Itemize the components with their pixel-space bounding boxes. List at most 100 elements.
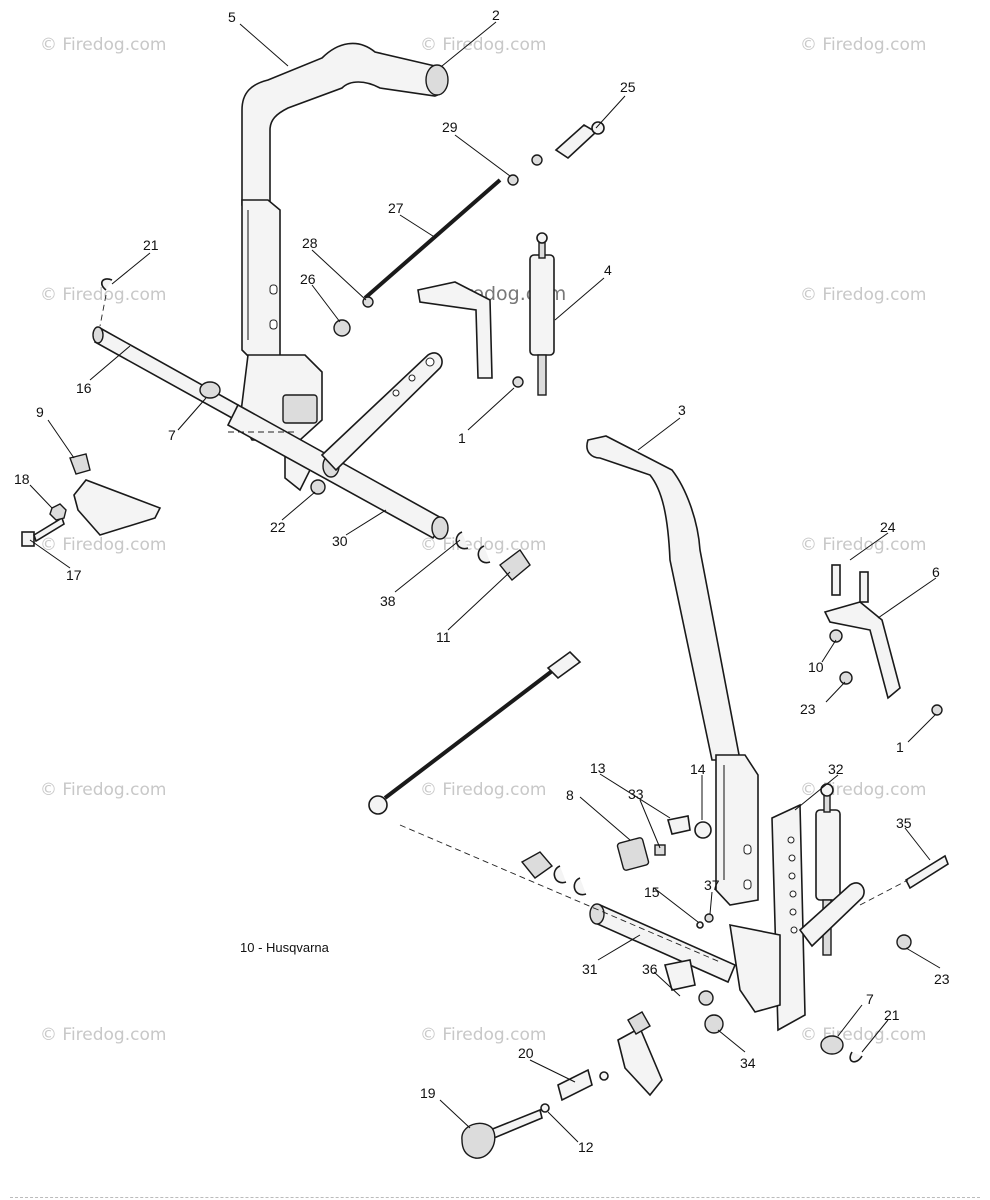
- bolt: [831, 564, 841, 596]
- bolt-shank: [33, 516, 65, 543]
- rod-end: [333, 319, 351, 337]
- part-label-21: 21: [884, 1007, 900, 1023]
- watermark: © Firedog.com: [420, 1025, 546, 1045]
- pivot-bracket-lower: [663, 959, 696, 991]
- watermark: © Firedog.com: [420, 535, 546, 555]
- part-label-16: 16: [76, 380, 92, 396]
- watermark: © Firedog.com: [800, 780, 926, 800]
- mount-bracket-left: [73, 479, 162, 536]
- part-label-23: 23: [934, 971, 950, 987]
- e-clip: [553, 865, 567, 884]
- part-label-1: 1: [896, 739, 904, 755]
- part-label-25: 25: [620, 79, 636, 95]
- e-clip: [573, 877, 587, 896]
- handle-end-cap: [425, 64, 449, 96]
- ball-joint: [554, 124, 598, 160]
- part-label-21: 21: [143, 237, 159, 253]
- ball-joint: [546, 650, 582, 680]
- mount-bracket-right: [823, 601, 901, 700]
- nut: [839, 671, 853, 685]
- watermark: © Firedog.com: [800, 35, 926, 55]
- part-label-30: 30: [332, 533, 348, 549]
- part-label-38: 38: [380, 593, 396, 609]
- shoulder-bolt: [666, 815, 691, 835]
- switch-screw: [654, 844, 666, 856]
- part-label-29: 29: [442, 119, 458, 135]
- control-rod: [363, 178, 502, 300]
- bracket-clip: [69, 453, 91, 475]
- part-label-7: 7: [168, 427, 176, 443]
- part-label-22: 22: [270, 519, 286, 535]
- knob-bracket: [617, 1026, 663, 1097]
- pivot-shaft: [94, 326, 240, 420]
- watermark: © Firedog.com: [40, 780, 166, 800]
- spring: [557, 1068, 593, 1102]
- part-label-3: 3: [678, 402, 686, 418]
- e-clip: [477, 545, 491, 564]
- watermark: © Firedog.com: [40, 535, 166, 555]
- part-label-15: 15: [644, 884, 660, 900]
- bolt: [904, 854, 949, 890]
- part-label-1: 1: [458, 430, 466, 446]
- hex-nut: [896, 934, 912, 950]
- diagram-caption: 10 - Husqvarna: [240, 940, 330, 955]
- part-label-10: 10: [808, 659, 824, 675]
- part-label-12: 12: [578, 1139, 594, 1155]
- hex-nut: [310, 479, 326, 495]
- handle-bracket-lower: [715, 754, 759, 906]
- shoulder-bolt: [931, 704, 943, 716]
- part-label-8: 8: [566, 787, 574, 803]
- part-label-6: 6: [932, 564, 940, 580]
- gas-cylinder-lower: [815, 809, 841, 901]
- part-label-18: 18: [14, 471, 30, 487]
- cylinder-rod: [537, 354, 547, 396]
- washer: [599, 1071, 609, 1081]
- jam-nut: [531, 154, 543, 166]
- part-label-9: 9: [36, 404, 44, 420]
- bottom-rule: [10, 1197, 980, 1200]
- ball-joint-eye: [591, 121, 605, 135]
- rod-end: [368, 795, 388, 815]
- lock-nut: [520, 851, 554, 879]
- bolt-head: [21, 531, 35, 547]
- bracket-clip: [627, 1011, 651, 1035]
- lock-nut: [499, 548, 531, 581]
- linkage-arm: [320, 352, 443, 472]
- knob-shaft: [488, 1108, 543, 1140]
- knob-handle: [461, 1122, 496, 1159]
- tube-end: [589, 903, 605, 925]
- part-label-2: 2: [492, 7, 500, 23]
- washer: [696, 921, 704, 929]
- watermark: © Firedog.com: [800, 1025, 926, 1045]
- part-label-31: 31: [582, 961, 598, 977]
- bolt: [859, 571, 869, 603]
- part-label-27: 27: [388, 200, 404, 216]
- retaining-clip: [100, 278, 113, 291]
- tie-rod: [383, 663, 562, 800]
- watermark: © Firedog.com: [40, 35, 166, 55]
- upper-handle-assembly: [21, 42, 605, 581]
- bushing: [820, 1035, 844, 1055]
- retaining-clip: [849, 1051, 863, 1063]
- shaft-end: [92, 326, 104, 344]
- part-label-24: 24: [880, 519, 896, 535]
- part-label-34: 34: [740, 1055, 756, 1071]
- part-label-4: 4: [604, 262, 612, 278]
- handle-bar-lower: [586, 435, 741, 761]
- part-label-36: 36: [642, 961, 658, 977]
- watermark: © Firedog.com: [40, 1025, 166, 1045]
- bushing: [199, 381, 221, 399]
- nut: [829, 629, 843, 643]
- watermark: © Firedog.com: [800, 285, 926, 305]
- part-label-23: 23: [800, 701, 816, 717]
- part-label-32: 32: [828, 761, 844, 777]
- part-labels: 5 2 25 29 27 28 26 4 21 16 7 1 9 18 17 2…: [14, 7, 950, 1155]
- watermark: © Firedog.com: [800, 535, 926, 555]
- jam-nut: [507, 174, 519, 186]
- part-label-20: 20: [518, 1045, 534, 1061]
- part-label-33: 33: [628, 786, 644, 802]
- switch-block: [616, 837, 650, 871]
- control-plate-lower: [729, 923, 781, 1013]
- linkage-arm-lower: [798, 882, 865, 948]
